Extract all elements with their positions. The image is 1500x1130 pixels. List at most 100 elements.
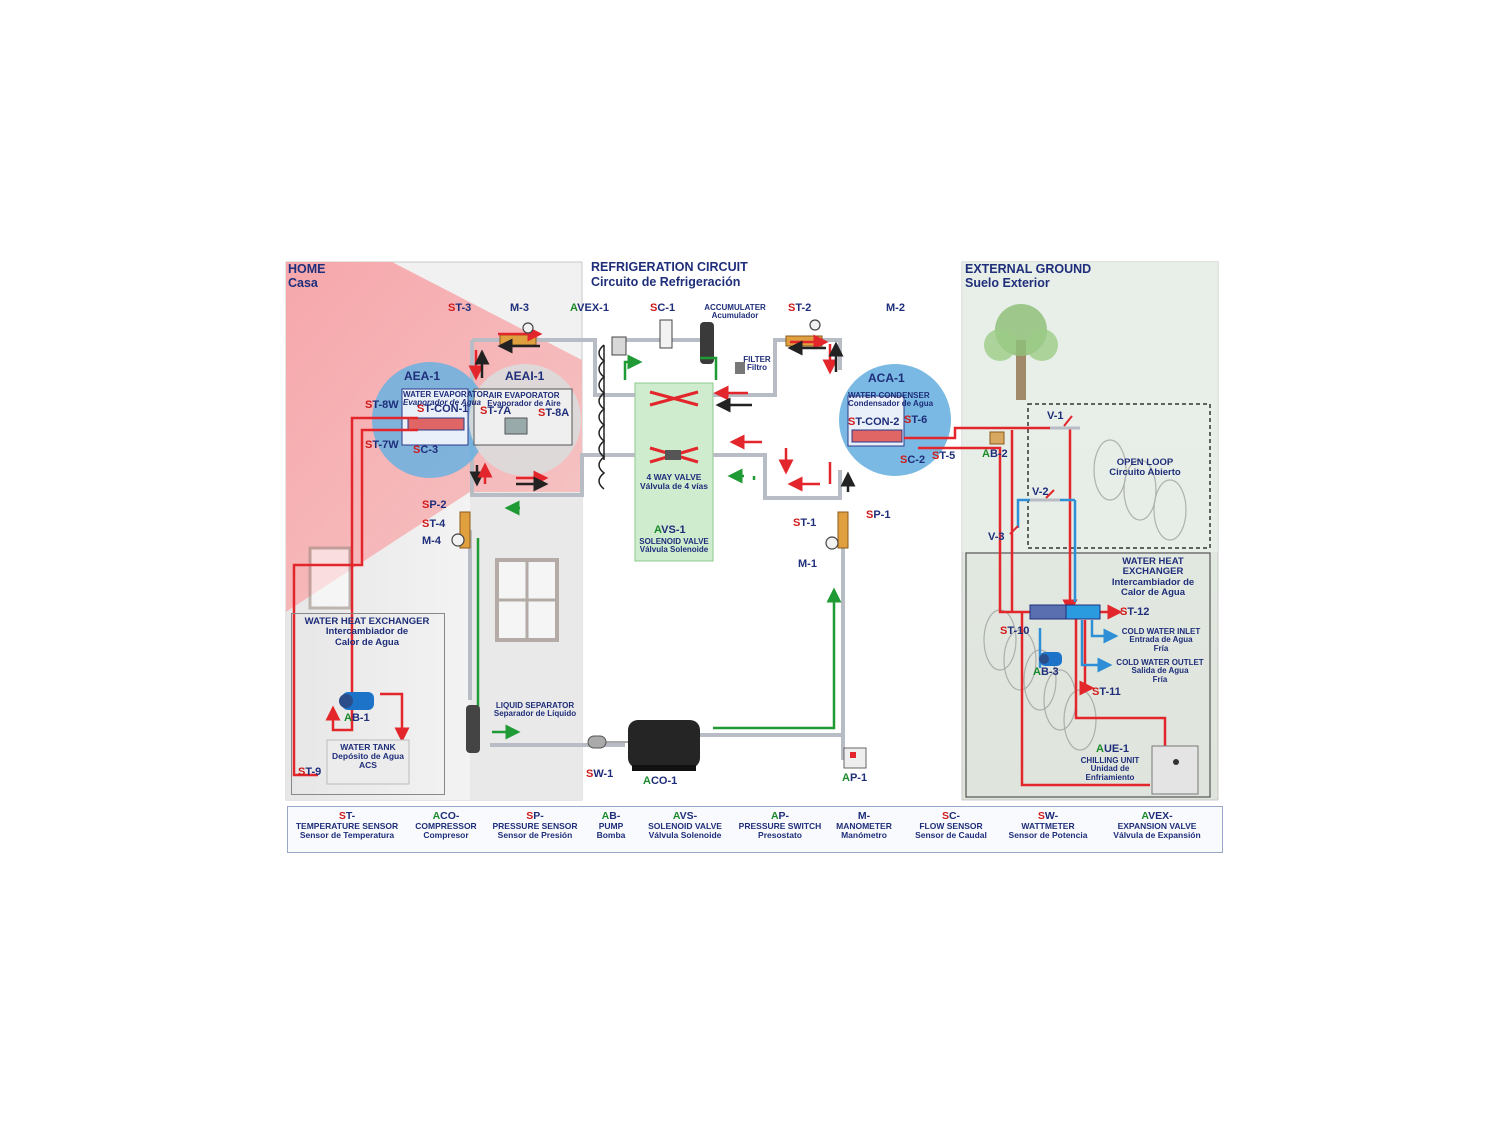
cold-outlet-es1: Salida de Agua <box>1131 666 1189 676</box>
tag-stcon2-prefix: S <box>848 416 856 428</box>
liquid-separator-icon <box>466 705 480 753</box>
tree-icon <box>984 304 1058 400</box>
ground-water-loop <box>904 426 1167 787</box>
aea1-label: AEA-1 <box>404 369 441 383</box>
tag-st4: ST-4 <box>422 519 445 530</box>
water-condenser-es: Condensador de Agua <box>848 399 934 409</box>
legend-code: ST- <box>288 810 406 822</box>
water-tank-label: WATER TANK Depósito de Agua ACS <box>327 743 409 770</box>
tag-st10: ST-10 <box>1000 626 1029 637</box>
legend-es: Válvula de Expansión <box>1113 829 1201 840</box>
filter-icon <box>735 362 745 374</box>
legend-code-rest: B- <box>609 810 621 822</box>
tag-st11: ST-11 <box>1092 687 1121 698</box>
solenoid-valve-label: SOLENOID VALVE Válvula Solenoide <box>636 537 712 555</box>
tag-v3: V-3 <box>988 532 1005 543</box>
filter-en: FILTER <box>743 355 771 364</box>
tag-v1: V-1 <box>1047 411 1064 422</box>
legend-code-prefix: S <box>941 810 949 822</box>
home-hx-es1: Intercambiador de <box>325 626 409 638</box>
filter-label: FILTER Filtro <box>740 355 774 373</box>
tag-sp2-prefix: S <box>422 499 430 511</box>
tag-st12-code: T-12 <box>1127 606 1150 618</box>
aue1-prefix: A <box>1096 743 1104 755</box>
valve-panel <box>634 382 714 562</box>
legend-code-rest: P- <box>533 810 544 822</box>
tag-sw1-prefix: S <box>586 768 594 780</box>
legend-es: Bomba <box>596 829 626 840</box>
cold-outlet-es2: Fría <box>1152 674 1168 684</box>
tag-v2: V-2 <box>1032 487 1049 498</box>
legend-code: AVS- <box>638 810 732 822</box>
tag-st6: ST-6 <box>904 415 927 426</box>
open-loop-valves <box>1030 426 1080 502</box>
cold-inlet-label: COLD WATER INLET Entrada de Agua Fría <box>1116 627 1206 653</box>
avex1-label: AVEX-1 <box>570 303 609 314</box>
legend-code: SW- <box>1002 810 1094 822</box>
legend-code-rest: P- <box>778 810 790 822</box>
accumulator-icon <box>700 322 714 364</box>
flow-sensor-sc1-icon <box>659 319 673 349</box>
legend-code-prefix: A <box>1141 810 1149 822</box>
legend-en: FLOW SENSOR <box>919 821 983 832</box>
ext-hx-label: WATER HEAT EXCHANGER Intercambiador de C… <box>1098 556 1208 599</box>
ext-hx-en2: EXCHANGER <box>1122 566 1184 578</box>
tag-m2-code: M-2 <box>886 302 905 314</box>
liquid-separator-en: LIQUID SEPARATOR <box>495 701 575 710</box>
legend-en: SOLENOID VALVE <box>648 821 722 832</box>
tag-st7w-code: T-7W <box>372 439 399 451</box>
external-title: EXTERNAL GROUND <box>965 262 1092 276</box>
refrigeration-title: REFRIGERATION CIRCUIT <box>591 260 748 274</box>
filter-es: Filtro <box>747 363 767 373</box>
tag-st2: ST-2 <box>788 303 811 314</box>
tag-st11-code: T-11 <box>1099 686 1121 698</box>
solenoid-es: Válvula Solenoide <box>639 545 709 555</box>
legend-en: PRESSURE SENSOR <box>492 821 578 832</box>
legend-es: Compresor <box>423 829 469 840</box>
tag-st1-code: T-1 <box>800 517 817 529</box>
tag-ab3-prefix: A <box>1033 666 1041 678</box>
tag-aco1: ACO-1 <box>643 776 677 787</box>
tag-st12-prefix: S <box>1120 606 1128 618</box>
home-hx-frame <box>291 613 445 795</box>
avs1-label: AVS-1 <box>654 525 686 536</box>
tag-sp1: SP-1 <box>866 510 890 521</box>
expansion-coil <box>598 344 606 490</box>
legend-code-rest: CO- <box>440 810 460 822</box>
tag-st7w-prefix: S <box>365 439 373 451</box>
compressor-icon <box>587 720 700 771</box>
tag-st3-code: T-3 <box>455 302 472 314</box>
four-way-valve-label: 4 WAY VALVE Válvula de 4 vías <box>636 473 712 491</box>
tag-sc2-code: C-2 <box>907 454 926 466</box>
pump-ab3-icon <box>1039 652 1062 666</box>
hx-sp1 <box>837 511 849 549</box>
tag-st9-code: T-9 <box>305 766 322 778</box>
chilling-unit-label: CHILLING UNIT Unidad de Enfriamiento <box>1074 756 1146 782</box>
accumulator-en: ACCUMULATER <box>704 303 766 312</box>
legend-code: AVEX- <box>1094 810 1220 822</box>
legend-es: Sensor de Caudal <box>915 829 987 840</box>
water-tank-es: Depósito de Agua <box>332 750 404 761</box>
tag-sp2: SP-2 <box>422 500 446 511</box>
legend-en: TEMPERATURE SENSOR <box>295 821 399 832</box>
legend-es: Sensor de Temperatura <box>299 829 395 840</box>
tag-ab3-code: B-3 <box>1040 666 1059 678</box>
tag-st7w: ST-7W <box>365 440 399 451</box>
water-tank-box <box>326 739 410 785</box>
ext-hx-es1: Intercambiador de <box>1111 576 1195 588</box>
tag-st6-code: T-6 <box>911 414 928 426</box>
legend-code-prefix: A <box>601 810 610 822</box>
tag-st8a-prefix: S <box>538 407 546 419</box>
tag-st2-code: T-2 <box>795 302 812 314</box>
cold-outlet-en: COLD WATER OUTLET <box>1116 658 1204 667</box>
home-subtitle: Casa <box>288 276 318 290</box>
accumulator-es: Acumulador <box>711 311 759 321</box>
legend-es: Sensor de Potencia <box>1008 829 1088 840</box>
